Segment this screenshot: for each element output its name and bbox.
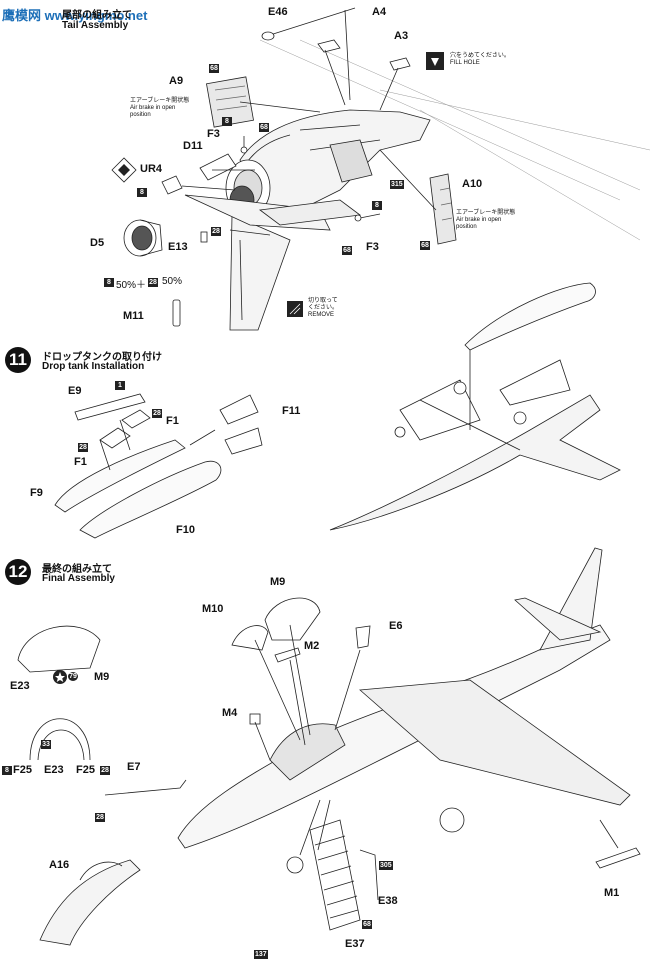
- air-brake-note-right: エアーブレーキ開状態 Air brake in open position: [456, 210, 516, 230]
- ratio-text-end: 50%: [162, 276, 183, 287]
- color-code: 8: [137, 188, 147, 197]
- part-m2: M2: [304, 640, 320, 652]
- step-number-12: 12: [5, 559, 31, 585]
- color-code: 28: [78, 443, 88, 452]
- color-code: 8: [104, 278, 114, 287]
- part-f9: F9: [30, 487, 43, 499]
- step12-title-jp: 最終の組み立て: [42, 564, 112, 575]
- part-d5: D5: [90, 237, 105, 249]
- color-code: 79: [68, 672, 78, 681]
- watermark: 鹰模网 www.yingmo.net: [2, 8, 148, 23]
- part-e23-b: E23: [44, 764, 64, 776]
- air-brake-note-left: エアーブレーキ開状態 Air brake in open position: [130, 98, 190, 118]
- part-m9-left: M9: [94, 671, 110, 683]
- color-code: 1: [115, 381, 125, 390]
- part-a4: A4: [372, 6, 387, 18]
- final-assembly-drawing: [17, 547, 641, 946]
- part-f25-b: F25: [76, 764, 95, 776]
- part-a10: A10: [462, 178, 483, 190]
- part-m1: M1: [604, 887, 620, 899]
- step-number-11: 11: [5, 347, 31, 373]
- part-e23-a: E23: [10, 680, 30, 692]
- part-f11: F11: [282, 405, 301, 417]
- part-e9: E9: [68, 385, 82, 397]
- step12-title-en: Final Assembly: [42, 573, 115, 584]
- color-code: 68: [362, 920, 372, 929]
- color-code: 68: [209, 64, 219, 73]
- part-f1-a: F1: [166, 415, 179, 427]
- color-code: 8: [372, 201, 382, 210]
- color-code: 315: [390, 180, 404, 189]
- part-f25-a: F25: [13, 764, 32, 776]
- part-a9: A9: [169, 75, 184, 87]
- color-code: 28: [100, 766, 110, 775]
- part-a16: A16: [49, 859, 70, 871]
- tail-assembly-drawing: [111, 7, 651, 331]
- part-e37: E37: [345, 938, 365, 950]
- part-a3: A3: [394, 30, 409, 42]
- part-f3-top: F3: [207, 128, 220, 140]
- part-f10: F10: [176, 524, 195, 536]
- color-code: 28: [211, 227, 221, 236]
- color-code: 28: [95, 813, 105, 822]
- part-m9-top: M9: [270, 576, 286, 588]
- color-code: 68: [259, 123, 269, 132]
- part-f1-b: F1: [74, 456, 87, 468]
- part-e46: E46: [268, 6, 288, 18]
- color-code: 137: [254, 950, 268, 959]
- part-m10: M10: [202, 603, 224, 615]
- fill-hole-note: 穴をうめてください。 FILL HOLE: [450, 53, 510, 66]
- color-code: 8: [2, 766, 12, 775]
- part-e7: E7: [127, 761, 141, 773]
- color-code: 8: [222, 117, 232, 126]
- color-code: 28: [148, 278, 158, 287]
- step11-title-jp: ドロップタンクの取り付け: [42, 352, 162, 363]
- part-ur4: UR4: [140, 163, 163, 175]
- drop-tank-drawing: [54, 282, 621, 539]
- part-m11: M11: [123, 310, 144, 322]
- part-e13: E13: [168, 241, 188, 253]
- step10-title-en: Tail Assembly: [62, 20, 129, 31]
- color-code: 28: [152, 409, 162, 418]
- step10-title-jp: 尾部の組み立て: [62, 10, 132, 21]
- color-code: 68: [342, 246, 352, 255]
- color-code: 68: [420, 241, 430, 250]
- part-m4: M4: [222, 707, 238, 719]
- color-code: 305: [379, 861, 393, 870]
- part-d11: D11: [183, 140, 203, 152]
- part-e6: E6: [389, 620, 403, 632]
- remove-note: 切り取って ください。 REMOVE: [308, 298, 339, 318]
- part-f3-mid: F3: [366, 241, 379, 253]
- color-code: 33: [41, 740, 51, 749]
- step11-title-en: Drop tank Installation: [42, 361, 145, 372]
- ratio-text: 50%＋: [116, 280, 147, 291]
- part-e38: E38: [378, 895, 398, 907]
